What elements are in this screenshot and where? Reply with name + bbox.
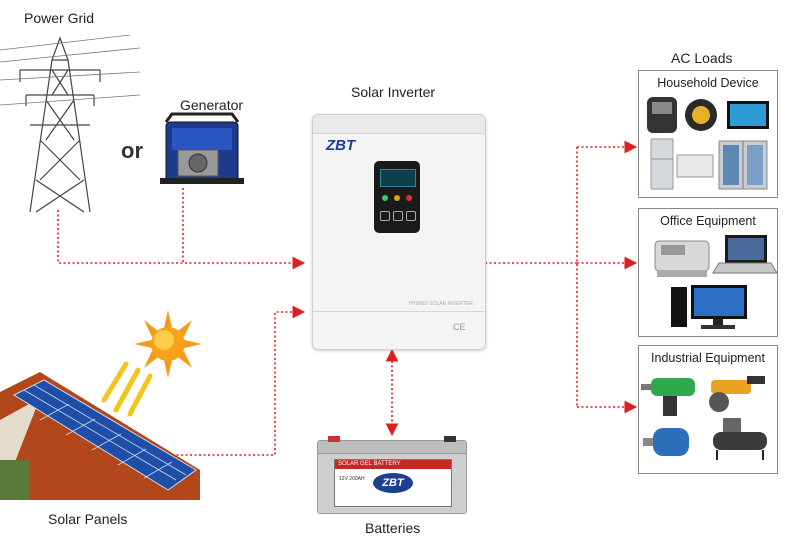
solar-inverter-label: Solar Inverter — [351, 84, 436, 100]
office-equipment-box: Office Equipment — [638, 208, 778, 337]
generator-label: Generator — [180, 97, 244, 113]
battery-brand: ZBT — [373, 473, 413, 493]
inverter-ce-mark: CE — [453, 322, 466, 332]
inverter-button-2 — [393, 211, 403, 221]
office-equipment-icon — [654, 235, 777, 329]
or-label: or — [121, 138, 143, 163]
inverter-lcd-screen — [380, 169, 416, 187]
industrial-equipment-box: Industrial Equipment — [638, 345, 778, 474]
inverter-button-3 — [406, 211, 416, 221]
household-device-box: Household Device — [638, 70, 778, 198]
solar-line — [172, 305, 306, 456]
industrial-equipment-icon — [641, 376, 767, 460]
battery-terminal-negative — [444, 436, 456, 442]
battery-label-title: SOLAR GEL BATTERY — [335, 460, 451, 469]
industrial-equipment-title: Industrial Equipment — [651, 351, 765, 365]
office-equipment-title: Office Equipment — [660, 214, 756, 228]
household-device-title: Household Device — [657, 76, 759, 90]
ac-loads-label: AC Loads — [671, 50, 733, 66]
inverter-divider — [313, 311, 485, 312]
solar-panels-label: Solar Panels — [48, 511, 128, 527]
status-led-amber — [394, 195, 400, 201]
battery-terminal-positive — [328, 436, 340, 442]
status-led-red — [406, 195, 412, 201]
solar-inverter: ZBT HYBRID SOLAR INVERTER CE — [312, 114, 486, 350]
batteries-label: Batteries — [365, 520, 421, 536]
battery-label: SOLAR GEL BATTERY ZBT 12V 200AH — [334, 459, 452, 507]
inverter-button-1 — [380, 211, 390, 221]
battery: SOLAR GEL BATTERY ZBT 12V 200AH — [317, 436, 467, 514]
inverter-top-bracket — [313, 115, 485, 134]
inverter-display-panel — [374, 161, 420, 233]
power-grid-label: Power Grid — [24, 10, 95, 26]
battery-top — [318, 441, 466, 454]
battery-spec: 12V 200AH — [339, 476, 365, 482]
status-led-green — [382, 195, 388, 201]
inverter-brand: ZBT — [326, 137, 356, 154]
household-appliances-icon — [647, 97, 769, 190]
inverter-model-text: HYBRID SOLAR INVERTER — [409, 301, 473, 307]
